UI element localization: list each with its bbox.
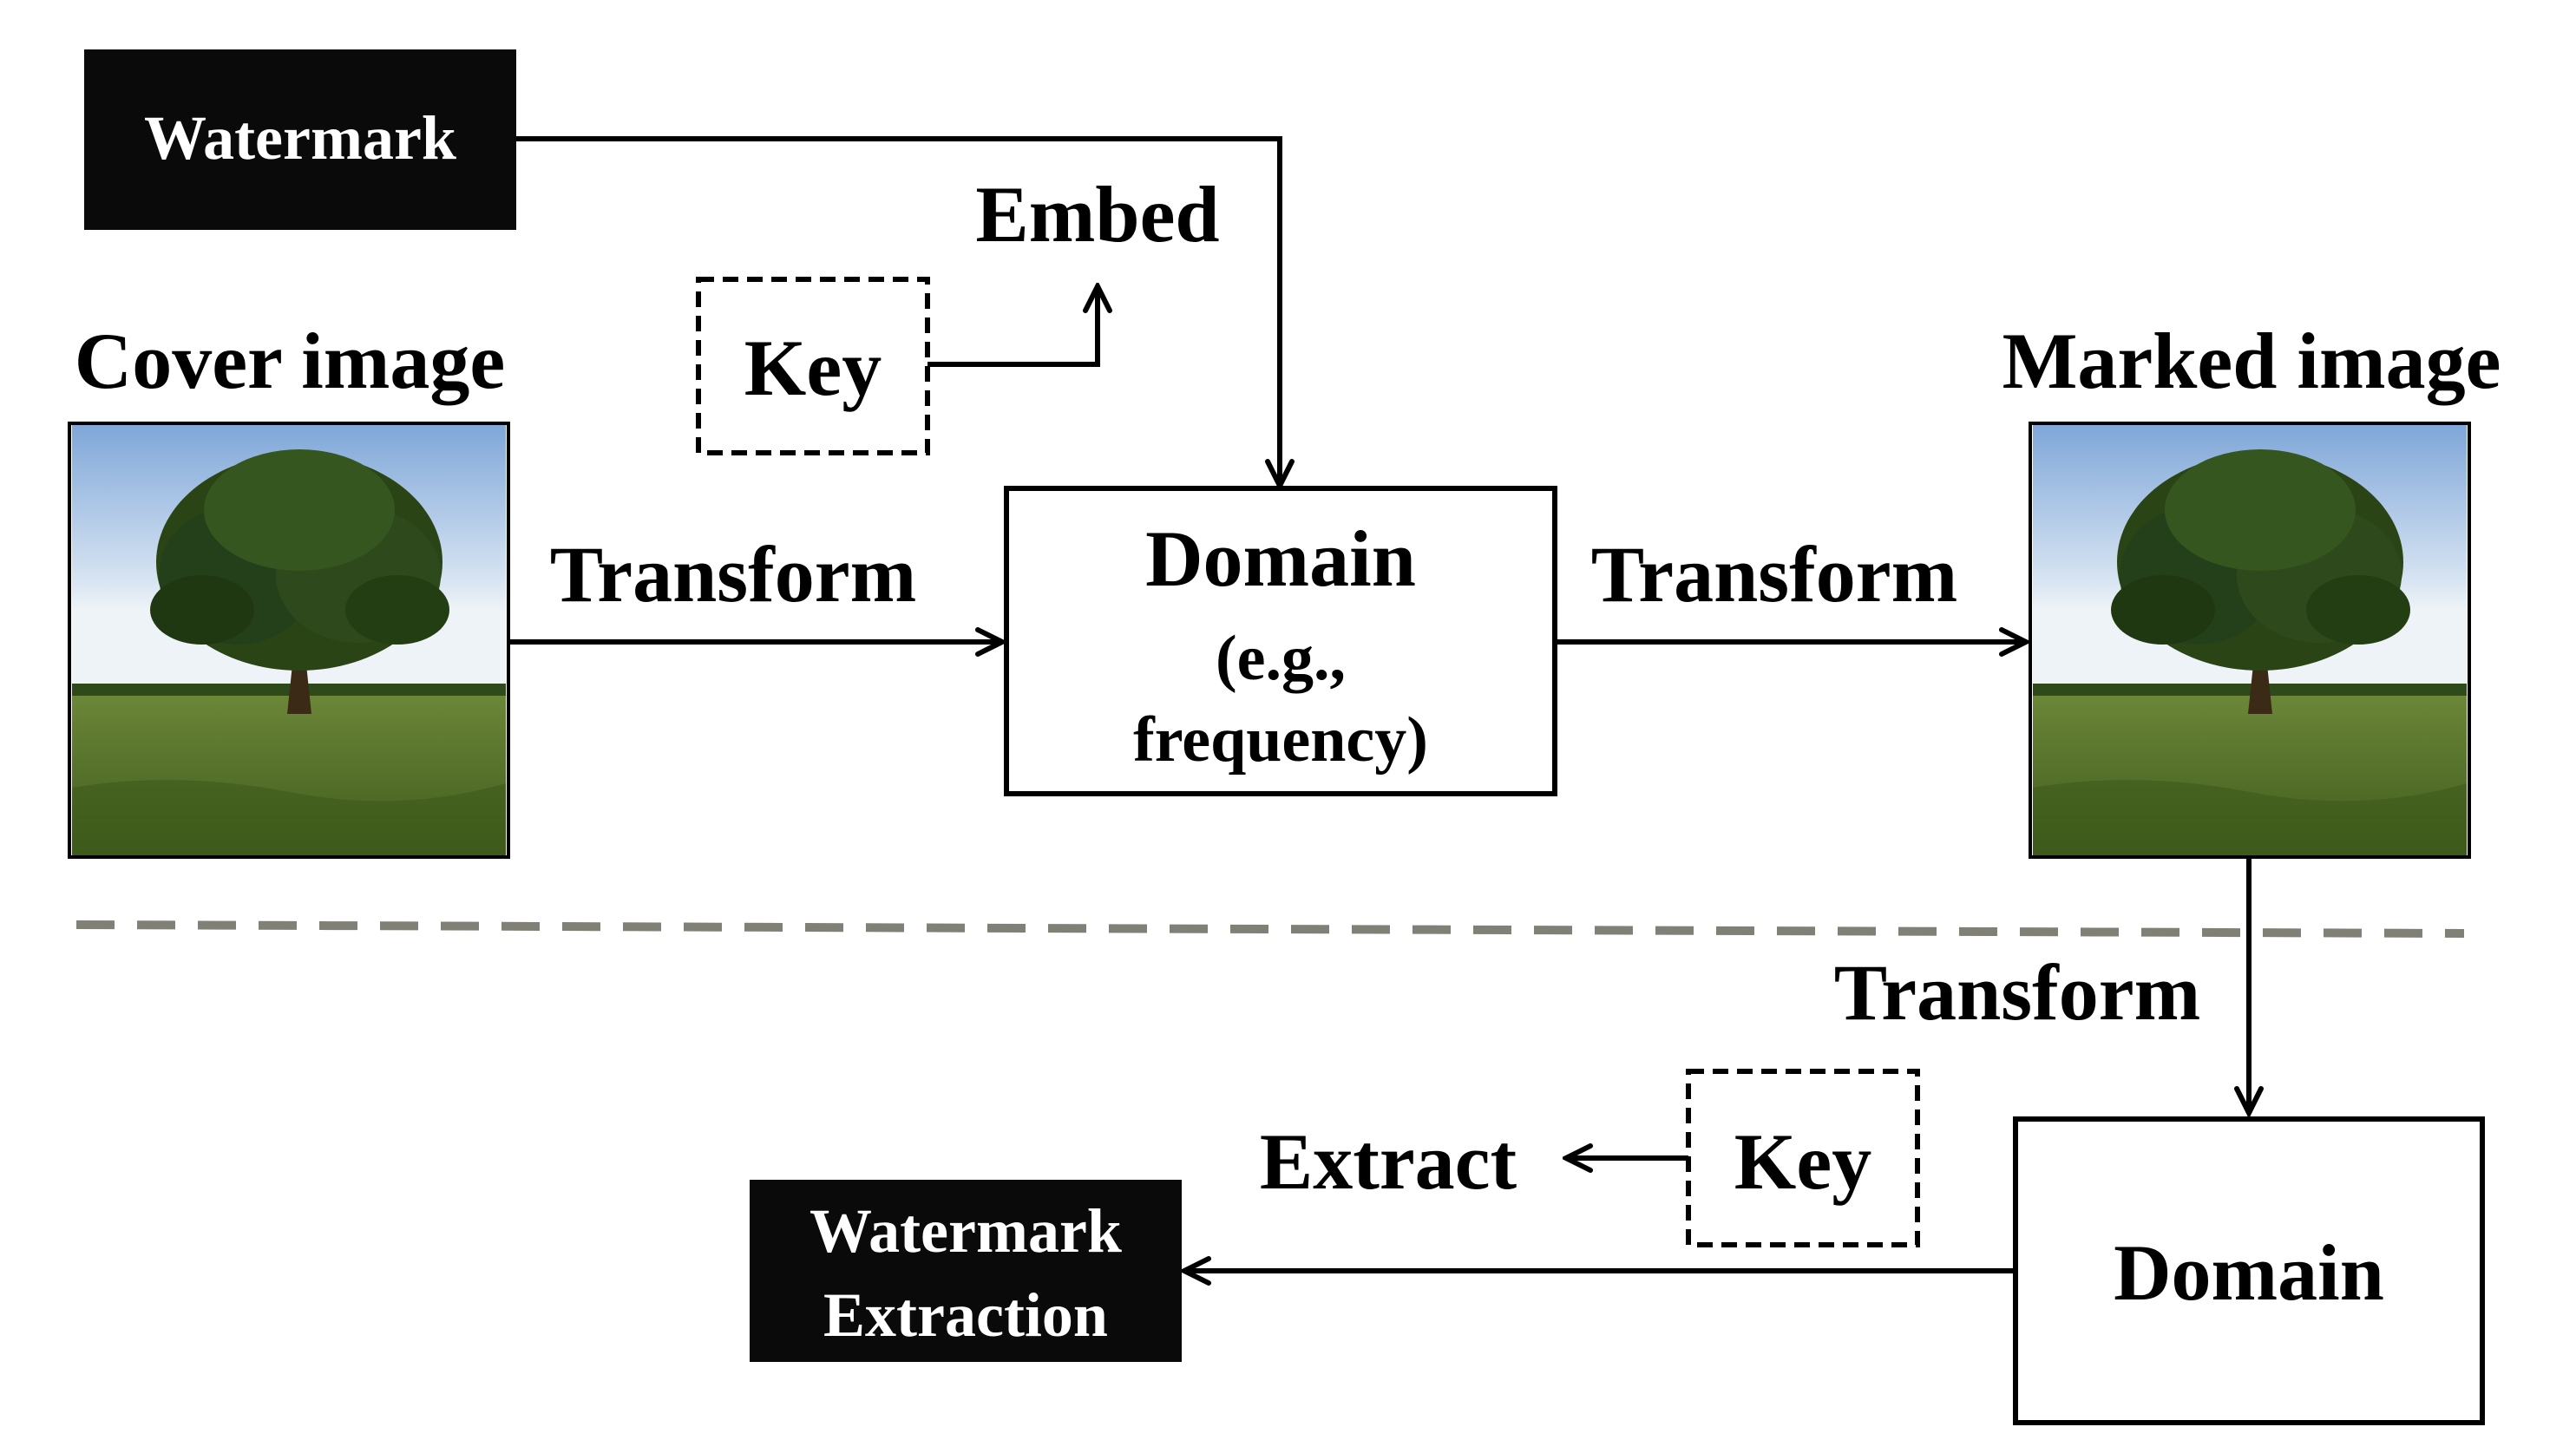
marked-image-label: Marked image xyxy=(2002,317,2501,405)
marked-image xyxy=(2029,422,2471,859)
watermark-extraction-line2: Extraction xyxy=(823,1280,1108,1350)
watermark-label: Watermark xyxy=(144,103,456,173)
domain-box-extract xyxy=(2013,1116,2485,1425)
domain-extract-label: Domain xyxy=(2114,1228,2384,1317)
watermark-extraction-block xyxy=(750,1180,1182,1362)
extract-label: Extract xyxy=(1260,1117,1517,1206)
stage-separator xyxy=(75,920,2465,938)
key-label-extract: Key xyxy=(1734,1117,1871,1206)
key-box-extract xyxy=(1686,1069,1920,1247)
domain-subtitle-2: frequency) xyxy=(1133,704,1428,776)
watermark-extraction-line1: Watermark xyxy=(810,1196,1122,1266)
embed-label: Embed xyxy=(975,170,1219,259)
watermark-to-domain-arrow xyxy=(516,136,1280,486)
watermark-block xyxy=(84,49,516,230)
domain-title: Domain xyxy=(1145,514,1416,603)
transform-extract-label: Transform xyxy=(1834,948,2200,1037)
transform-out-label: Transform xyxy=(1591,530,1957,619)
cover-image xyxy=(68,422,510,859)
key-box-embed xyxy=(696,277,930,455)
transform-in-label: Transform xyxy=(550,530,916,619)
cover-image-label: Cover image xyxy=(75,317,505,405)
key-label-embed: Key xyxy=(744,324,882,412)
domain-subtitle-1: (e.g., xyxy=(1216,623,1346,694)
key-to-embed-arrow xyxy=(927,286,1098,367)
